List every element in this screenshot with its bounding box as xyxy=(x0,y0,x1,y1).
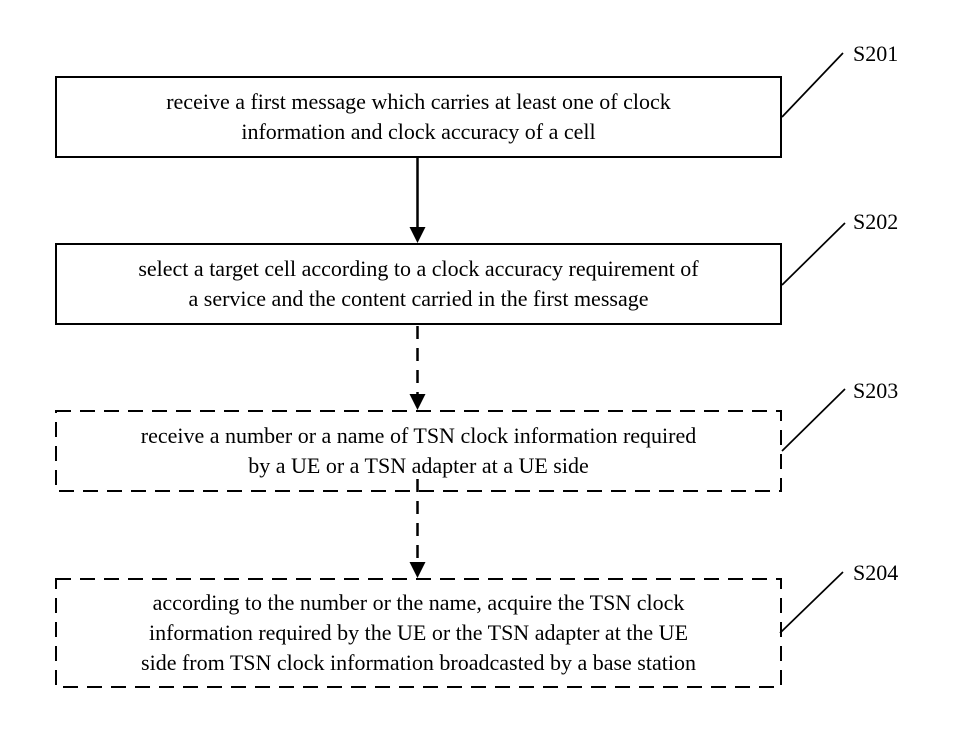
step2-label: S202 xyxy=(853,209,899,234)
leader-line-s204 xyxy=(779,571,844,634)
step1-text-line2: information and clock accuracy of a cell xyxy=(241,119,596,144)
step4-text-line1: according to the number or the name, acq… xyxy=(152,590,685,615)
step1-label: S201 xyxy=(853,41,899,66)
step1-box: receive a first message which carries at… xyxy=(55,76,782,158)
arrow-down-solid-step1-step2 xyxy=(409,158,426,243)
arrow-down-dashed-step2-step3 xyxy=(409,326,426,410)
step3-text-line1: receive a number or a name of TSN clock … xyxy=(140,423,697,448)
leader-line-s202 xyxy=(781,222,846,286)
step3-box-outline xyxy=(55,410,782,492)
step1-text-line1: receive a first message which carries at… xyxy=(166,89,671,114)
step2-text-line1: select a target cell according to a cloc… xyxy=(138,256,699,281)
step2-text-line2: a service and the content carried in the… xyxy=(188,286,649,311)
step2-box-outline xyxy=(55,243,782,325)
step4-label: S204 xyxy=(853,560,899,585)
step4-text-line2: information required by the UE or the TS… xyxy=(148,620,689,645)
leader-line-s203 xyxy=(781,388,846,452)
step3-label: S203 xyxy=(853,378,899,403)
step1-box-outline xyxy=(55,76,782,158)
arrow-down-dashed-step3-step4 xyxy=(409,479,426,578)
step4-text-line3: side from TSN clock information broadcas… xyxy=(141,650,696,675)
step3-text-line2: by a UE or a TSN adapter at a UE side xyxy=(248,453,589,478)
step4-box: according to the number or the name, acq… xyxy=(55,578,782,688)
step3-box: receive a number or a name of TSN clock … xyxy=(55,410,782,492)
leader-line-s201 xyxy=(781,52,844,118)
step2-box: select a target cell according to a cloc… xyxy=(55,243,782,325)
